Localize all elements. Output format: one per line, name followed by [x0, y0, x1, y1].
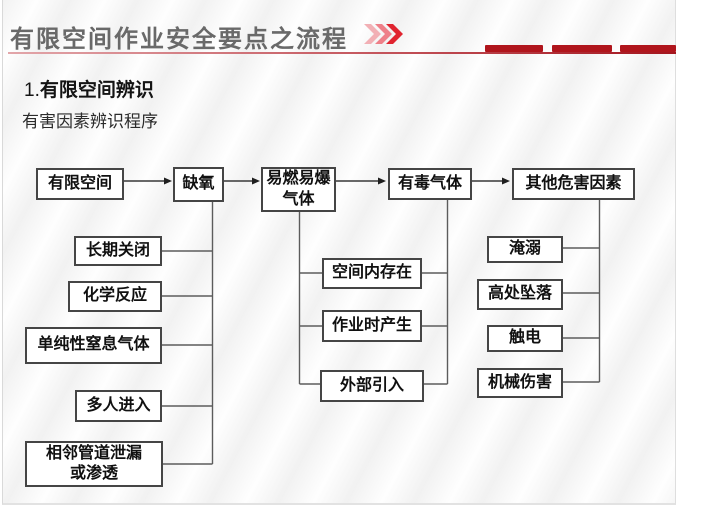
header-dash-icon	[485, 45, 543, 52]
flow-node-existing-in-space: 空间内存在	[322, 258, 422, 289]
header-dash-icon	[552, 45, 612, 52]
section-heading: 1.有限空间辨识	[24, 75, 154, 102]
branch-connectors	[162, 200, 601, 465]
flow-node-fall-from-height: 高处坠落	[477, 279, 563, 310]
flow-node-adjacent-pipeline-leak: 相邻管道泄漏 或渗透	[25, 441, 163, 487]
flow-node-other-hazards: 其他危害因素	[512, 168, 635, 200]
title-underline	[8, 52, 676, 54]
flow-node-mechanical-injury: 机械伤害	[477, 368, 563, 398]
flow-node-multiple-people-entering: 多人进入	[75, 390, 162, 422]
flow-node-toxic-gas: 有毒气体	[388, 168, 472, 200]
header-dash-icon	[620, 45, 676, 52]
flow-node-long-term-closure: 长期关闭	[74, 236, 162, 266]
flow-node-electric-shock: 触电	[487, 325, 563, 352]
section-subtitle: 有害因素辨识程序	[22, 112, 158, 131]
flow-node-drowning: 淹溺	[487, 236, 563, 263]
flow-node-oxygen-deficiency: 缺氧	[173, 167, 224, 202]
page-title: 有限空间作业安全要点之流程	[10, 26, 348, 53]
flow-node-chemical-reaction: 化学反应	[68, 281, 162, 312]
flow-node-flammable-explosive-gas: 易燃易爆 气体	[261, 167, 336, 212]
flow-node-external-introduction: 外部引入	[320, 370, 424, 402]
flow-node-generated-during-work: 作业时产生	[322, 310, 422, 342]
flow-node-confined-space: 有限空间	[36, 168, 124, 200]
section-number: 1.	[24, 80, 40, 101]
section-title: 有限空间辨识	[39, 80, 154, 101]
flow-node-simple-asphyxiating-gas: 单纯性窒息气体	[25, 327, 162, 364]
triple-chevron-right-icon	[364, 24, 403, 44]
